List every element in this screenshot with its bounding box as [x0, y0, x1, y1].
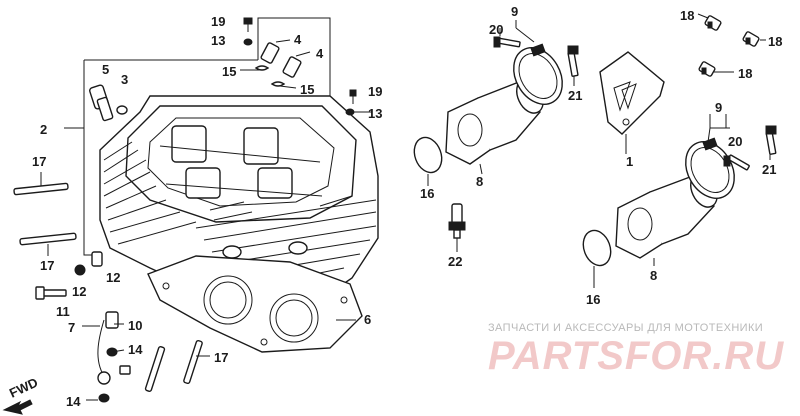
fwd-label: FWD: [7, 375, 40, 401]
label-part-8: 8: [650, 268, 657, 283]
plug-boss: [222, 245, 242, 259]
label-part-16: 16: [420, 186, 434, 201]
valve-guide: [89, 84, 114, 122]
label-part-17: 17: [40, 258, 54, 273]
leader-line: [515, 27, 535, 43]
cam-tower: [257, 167, 293, 199]
small-bolt: [243, 17, 357, 116]
label-part-9: 9: [715, 100, 722, 115]
cover-plate: [599, 51, 665, 135]
label-part-12: 12: [106, 270, 120, 285]
label-part-22: 22: [448, 254, 462, 269]
cam-tower: [243, 127, 279, 165]
leader-line: [707, 127, 711, 143]
hose-fitting: [698, 15, 760, 77]
label-part-6: 6: [364, 312, 371, 327]
leader-line: [275, 39, 291, 43]
label-part-11: 11: [56, 304, 70, 319]
watermark-caption: ЗАПЧАСТИ И АКСЕССУАРЫ ДЛЯ МОТОТЕХНИКИ: [488, 322, 764, 334]
leader-line: [709, 114, 730, 129]
label-part-19: 19: [368, 84, 382, 99]
label-part-21: 21: [568, 88, 582, 103]
label-part-4: 4: [294, 32, 302, 47]
leader-line: [295, 51, 311, 57]
fwd-arrow-icon: [2, 399, 33, 415]
o-ring: [116, 105, 128, 115]
label-part-15: 15: [222, 64, 236, 79]
o-ring: [413, 136, 443, 174]
leader-line: [697, 13, 709, 19]
label-part-9: 9: [511, 4, 518, 19]
cam-tower: [185, 167, 221, 199]
hose-clamp: [513, 43, 563, 105]
label-part-16: 16: [586, 292, 600, 307]
head-gasket: [147, 255, 363, 353]
label-part-21: 21: [762, 162, 776, 177]
flange-bolt: [35, 251, 103, 300]
label-part-12: 12: [72, 284, 86, 299]
oil-pipe: [97, 311, 131, 403]
label-part-17: 17: [214, 350, 228, 365]
label-part-3: 3: [121, 72, 128, 87]
plug-boss: [288, 241, 308, 255]
stud-bolt: [13, 182, 203, 392]
camshaft-line: [159, 145, 321, 163]
cam-tower: [171, 125, 207, 163]
watermark-logo: PARTSFOR.RU: [488, 334, 785, 378]
label-part-7: 7: [68, 320, 75, 335]
label-part-20: 20: [728, 134, 742, 149]
label-part-13: 13: [211, 33, 225, 48]
spark-plug: [448, 203, 466, 239]
label-part-15: 15: [300, 82, 314, 97]
o-ring: [582, 229, 612, 267]
label-part-18: 18: [768, 34, 782, 49]
head-cover-inner: [147, 117, 335, 207]
leader-line: [111, 349, 125, 353]
insulator-bolt: [765, 125, 777, 155]
leader-line: [479, 163, 483, 175]
label-part-14: 14: [66, 394, 81, 409]
oil-fitting: [254, 42, 302, 87]
label-part-8: 8: [476, 174, 483, 189]
leader-line: [279, 85, 297, 89]
label-part-17: 17: [32, 154, 46, 169]
label-part-14: 14: [128, 342, 143, 357]
label-part-10: 10: [128, 318, 142, 333]
label-part-5: 5: [102, 62, 109, 77]
label-part-19: 19: [211, 14, 225, 29]
label-part-1: 1: [626, 154, 633, 169]
cylinder-head: [64, 17, 379, 301]
label-part-18: 18: [680, 8, 694, 23]
label-part-13: 13: [368, 106, 382, 121]
insulator-bolt: [567, 45, 579, 77]
clamp-screw: [723, 154, 750, 171]
label-part-20: 20: [489, 22, 503, 37]
label-part-2: 2: [40, 122, 47, 137]
clamp-screw: [493, 36, 521, 48]
camshaft-line: [165, 183, 323, 197]
label-part-4: 4: [316, 46, 324, 61]
label-part-18: 18: [738, 66, 752, 81]
